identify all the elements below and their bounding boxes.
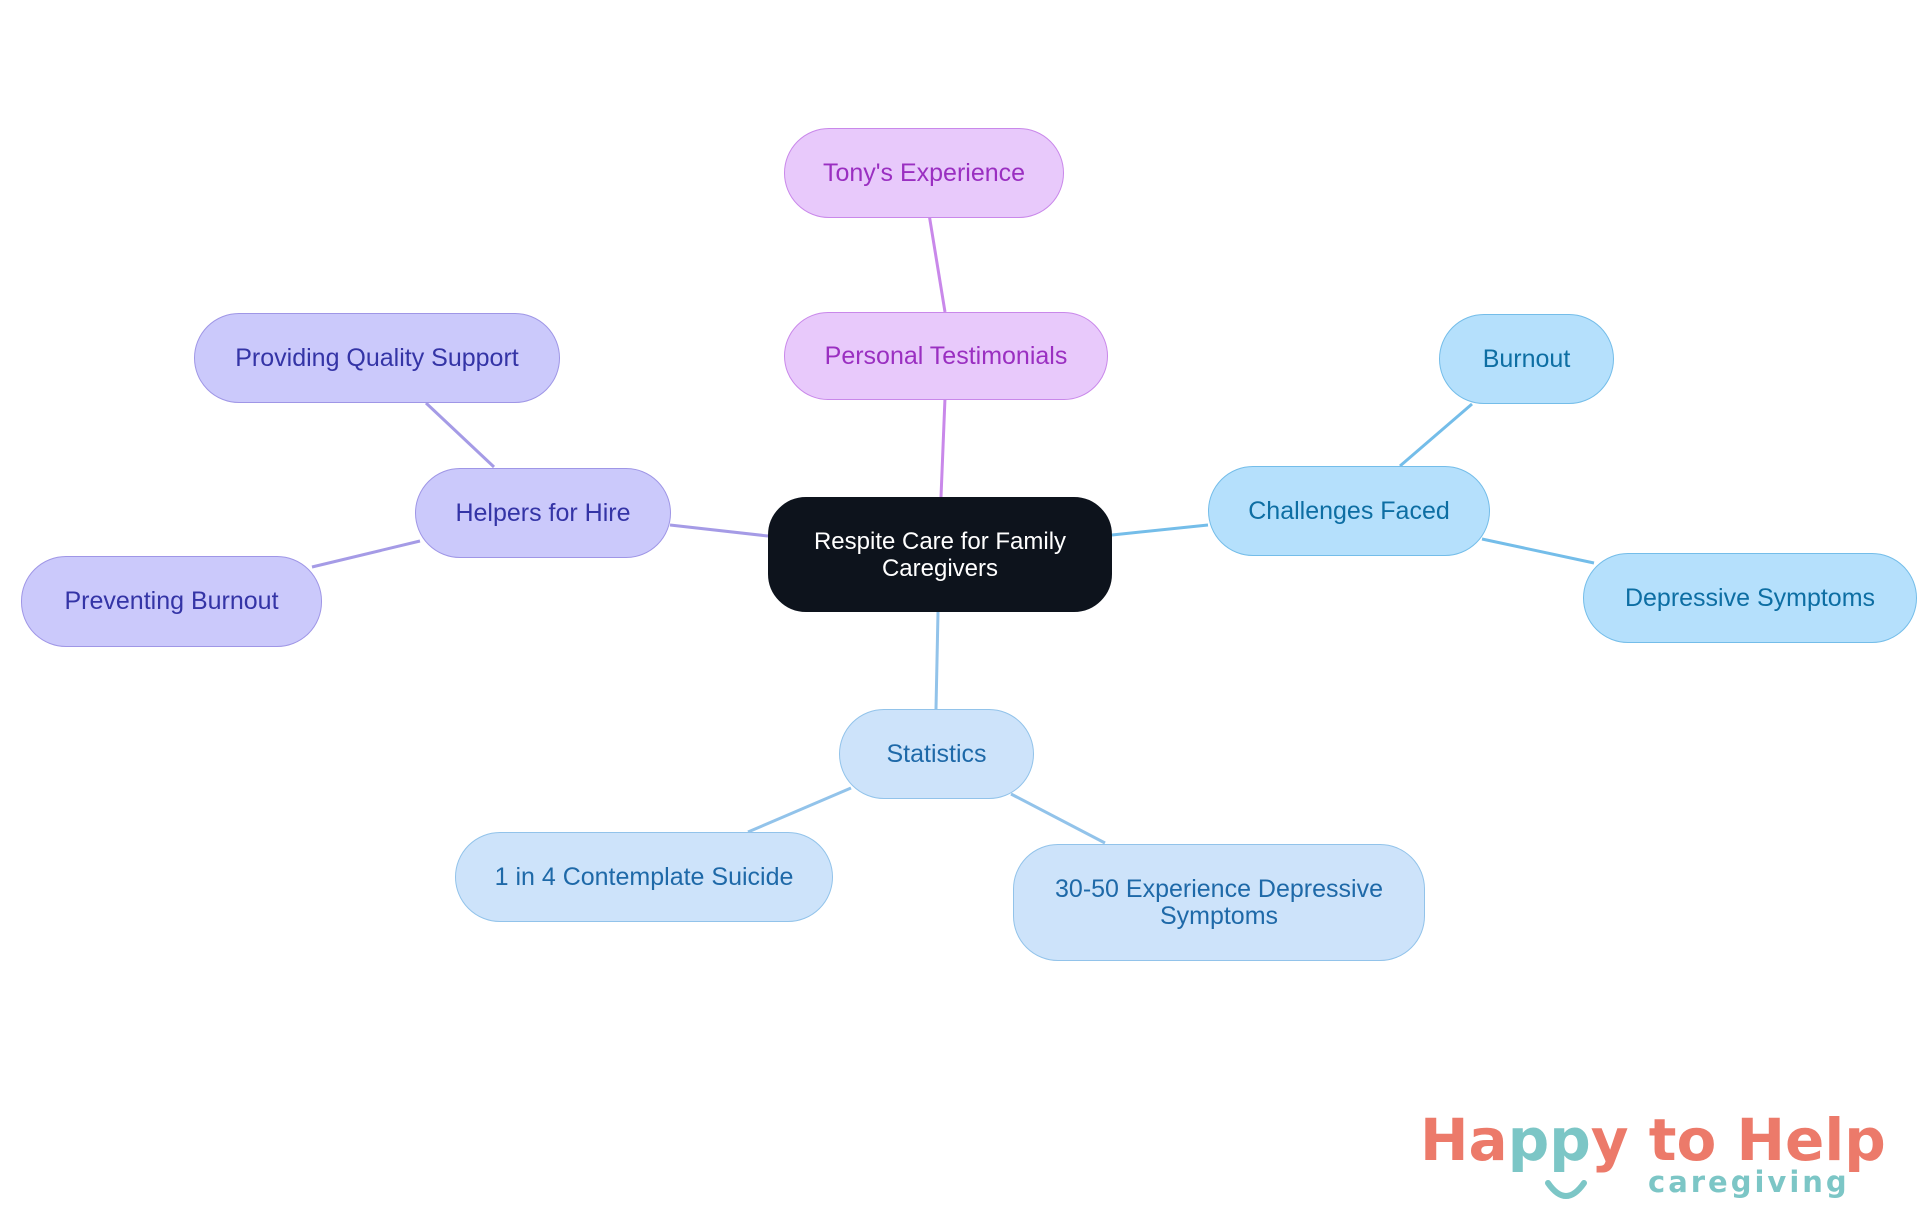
node-providing-quality-support-label: Providing Quality Support bbox=[235, 343, 519, 372]
node-depressive-symptoms[interactable]: Depressive Symptoms bbox=[1583, 553, 1917, 643]
node-helpers-for-hire[interactable]: Helpers for Hire bbox=[415, 468, 671, 558]
edge-statistics-thirty-fifty bbox=[1010, 792, 1106, 845]
root-node-label: Respite Care for Family Caregivers bbox=[813, 527, 1067, 582]
node-thirty-fifty-experience-depressive-symptoms[interactable]: 30-50 Experience Depressive Symptoms bbox=[1013, 844, 1425, 961]
happy-to-help-caregiving-logo: Happy to Help caregiving bbox=[1420, 1105, 1890, 1200]
edge-statistics-one-in-four bbox=[747, 786, 852, 834]
node-burnout-label: Burnout bbox=[1482, 344, 1571, 373]
node-preventing-burnout-label: Preventing Burnout bbox=[64, 587, 279, 615]
node-one-in-four-contemplate-suicide[interactable]: 1 in 4 Contemplate Suicide bbox=[455, 832, 833, 922]
smile-icon bbox=[1545, 1180, 1587, 1199]
edge-challenges-depressive-symptoms bbox=[1481, 537, 1595, 565]
node-statistics[interactable]: Statistics bbox=[839, 709, 1034, 799]
node-tonys-experience[interactable]: Tony's Experience bbox=[784, 128, 1064, 218]
edge-helpers-preventing-burnout bbox=[311, 539, 421, 569]
node-providing-quality-support[interactable]: Providing Quality Support bbox=[194, 313, 560, 403]
node-personal-testimonials-label: Personal Testimonials bbox=[824, 341, 1068, 370]
node-personal-testimonials[interactable]: Personal Testimonials bbox=[784, 312, 1108, 400]
root-node[interactable]: Respite Care for Family Caregivers bbox=[768, 497, 1112, 612]
node-one-in-four-contemplate-suicide-label: 1 in 4 Contemplate Suicide bbox=[494, 862, 794, 891]
edge-testimonials-tonys-experience bbox=[927, 213, 947, 313]
edge-challenges-burnout bbox=[1399, 402, 1473, 468]
node-burnout[interactable]: Burnout bbox=[1439, 314, 1614, 404]
node-helpers-for-hire-label: Helpers for Hire bbox=[455, 498, 631, 527]
node-statistics-label: Statistics bbox=[886, 739, 987, 768]
node-challenges-faced-label: Challenges Faced bbox=[1248, 496, 1450, 525]
edge-root-statistics bbox=[934, 611, 940, 710]
edge-helpers-providing-quality-support bbox=[424, 401, 496, 469]
edge-root-personal-testimonials bbox=[939, 397, 947, 498]
node-challenges-faced[interactable]: Challenges Faced bbox=[1208, 466, 1490, 556]
edge-root-challenges-faced bbox=[1111, 523, 1209, 537]
logo-wordmark: Happy to Help bbox=[1420, 1106, 1886, 1174]
node-tonys-experience-label: Tony's Experience bbox=[822, 158, 1026, 187]
node-thirty-fifty-experience-depressive-symptoms-label: 30-50 Experience Depressive Symptoms bbox=[1055, 874, 1383, 930]
edge-root-helpers-for-hire bbox=[669, 523, 769, 538]
logo-subtitle: caregiving bbox=[1648, 1165, 1850, 1199]
node-depressive-symptoms-label: Depressive Symptoms bbox=[1624, 583, 1876, 612]
node-preventing-burnout[interactable]: Preventing Burnout bbox=[21, 556, 322, 647]
